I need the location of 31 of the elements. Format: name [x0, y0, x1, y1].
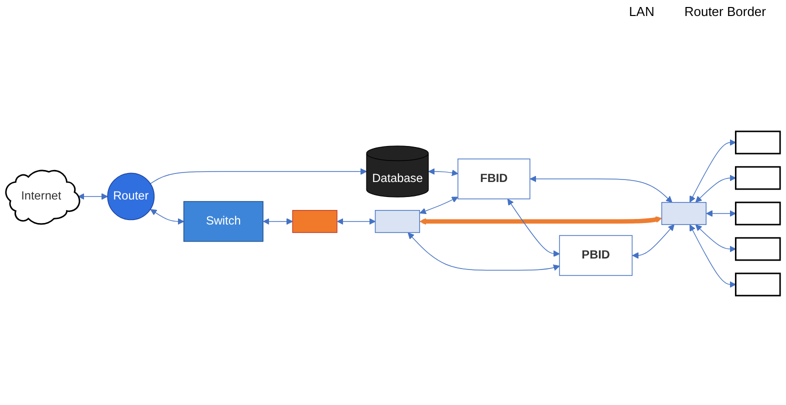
arrow — [706, 210, 736, 217]
arrow — [78, 193, 108, 200]
arrow — [150, 168, 367, 184]
arrow — [428, 168, 458, 176]
arrow — [695, 174, 736, 202]
arrow — [408, 232, 560, 271]
arrow — [263, 218, 293, 225]
node-box: FBID — [458, 158, 530, 200]
node-laptop — [734, 272, 781, 296]
arrow — [150, 209, 184, 225]
arrow — [690, 224, 736, 288]
node-laptop — [734, 130, 781, 154]
node-box: PBID — [559, 235, 633, 276]
arrow — [337, 218, 376, 225]
arrow — [530, 176, 672, 203]
arrow — [420, 216, 662, 225]
arrow — [420, 196, 458, 214]
label-text: LAN — [629, 4, 654, 18]
node-bar — [374, 210, 420, 233]
arrow — [507, 198, 560, 257]
arrow — [632, 224, 674, 259]
arrow — [690, 139, 736, 202]
label-text: Router Border — [684, 4, 766, 18]
node-wall — [292, 210, 338, 233]
node-bar — [661, 202, 706, 225]
arrow — [695, 224, 736, 252]
node-laptop — [734, 202, 781, 226]
node-box: Switch — [183, 201, 264, 242]
node-laptop — [734, 237, 781, 261]
node-laptop — [734, 166, 781, 190]
node-circle: Router — [107, 172, 155, 220]
